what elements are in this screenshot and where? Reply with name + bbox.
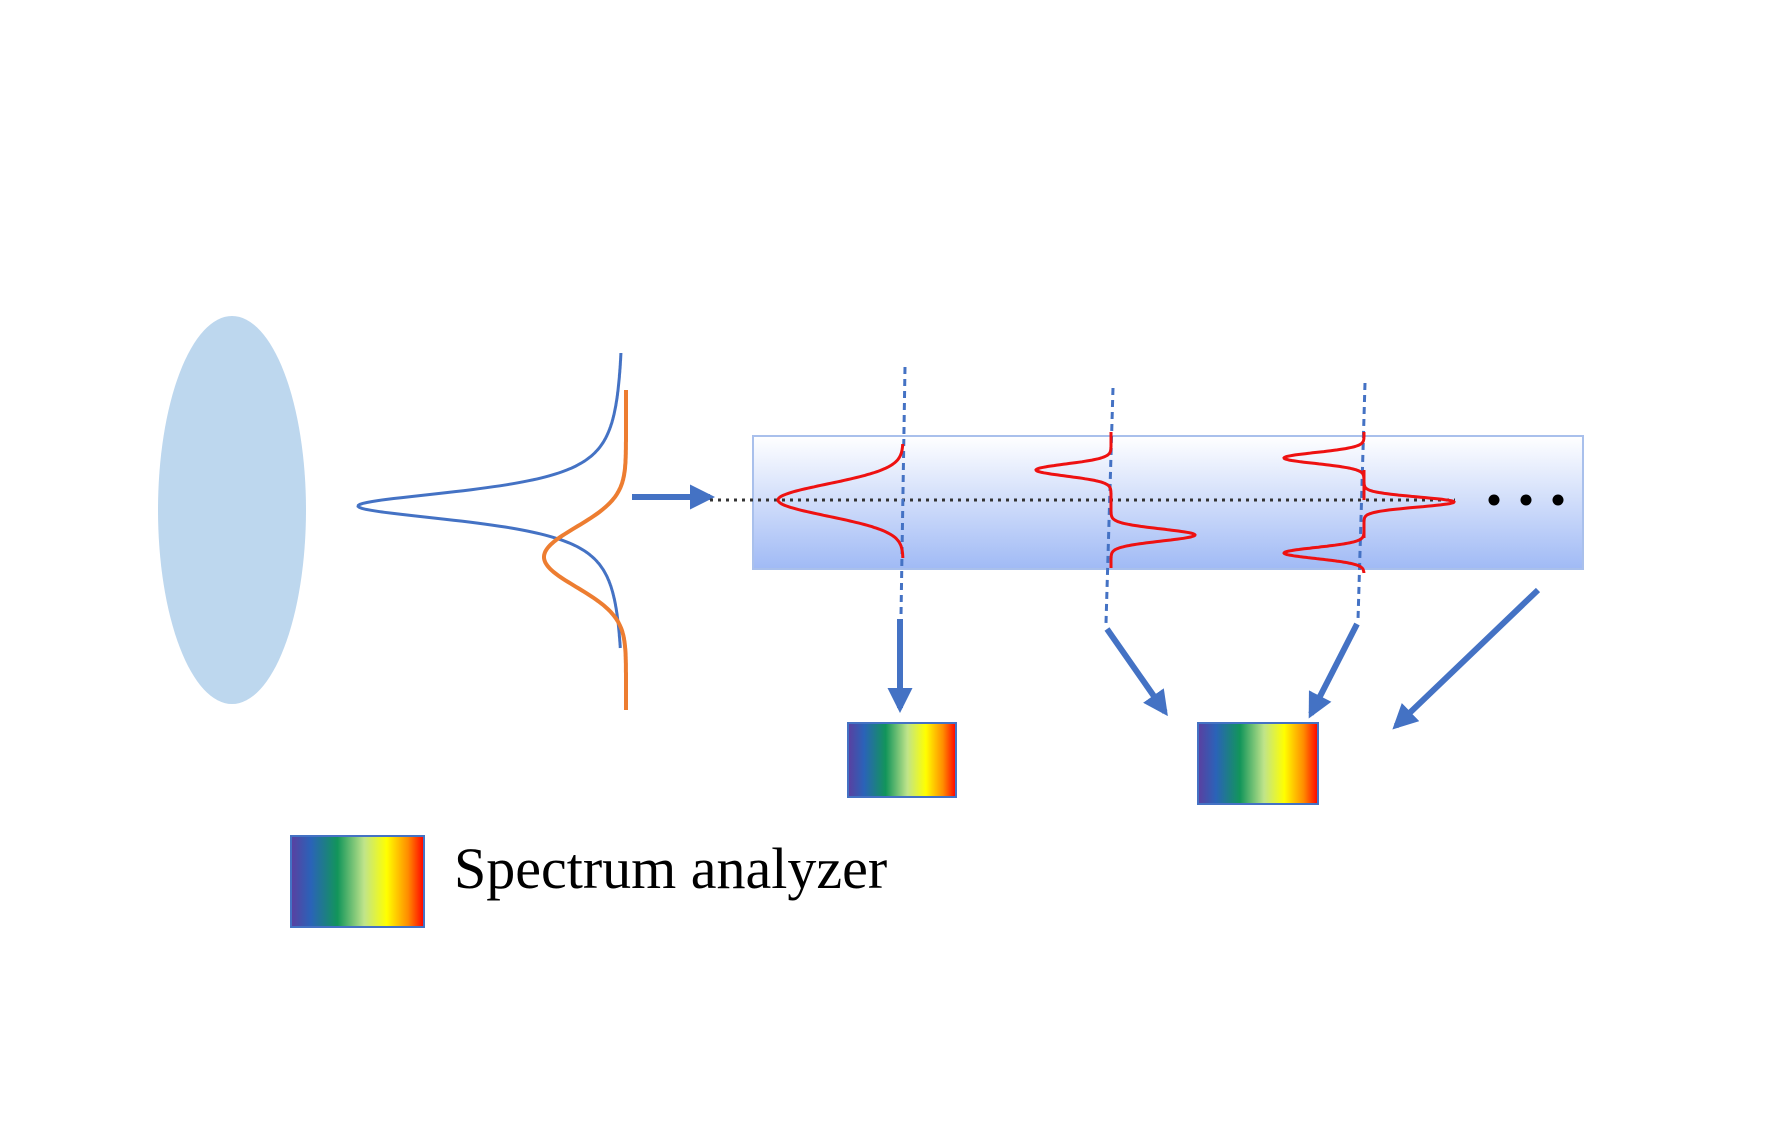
waveguide	[752, 435, 1584, 570]
pulse-1	[776, 444, 905, 558]
output-arrow-4	[1392, 587, 1541, 730]
monitor-line-3	[1356, 382, 1367, 621]
spectrum-analyzer-2	[1197, 722, 1319, 805]
monitor-line-2	[1104, 387, 1115, 624]
pulse-3c	[1282, 520, 1366, 574]
pulse-3a	[1282, 432, 1366, 500]
legend-label: Spectrum analyzer	[454, 836, 888, 901]
lens	[158, 316, 306, 704]
legend-spectrum-icon	[290, 835, 425, 928]
output-arrow-3	[1308, 622, 1360, 719]
output-profile-curve	[542, 390, 628, 710]
spectrum-analyzer-1	[847, 722, 957, 798]
input-profile-curve	[356, 353, 623, 649]
pulse-2b	[1109, 500, 1197, 568]
ellipsis-icon	[1488, 494, 1564, 506]
pulse-group	[776, 432, 1456, 574]
pulse-2a	[1034, 432, 1113, 500]
output-arrow-2	[1104, 627, 1168, 717]
monitor-line-1	[899, 366, 907, 617]
